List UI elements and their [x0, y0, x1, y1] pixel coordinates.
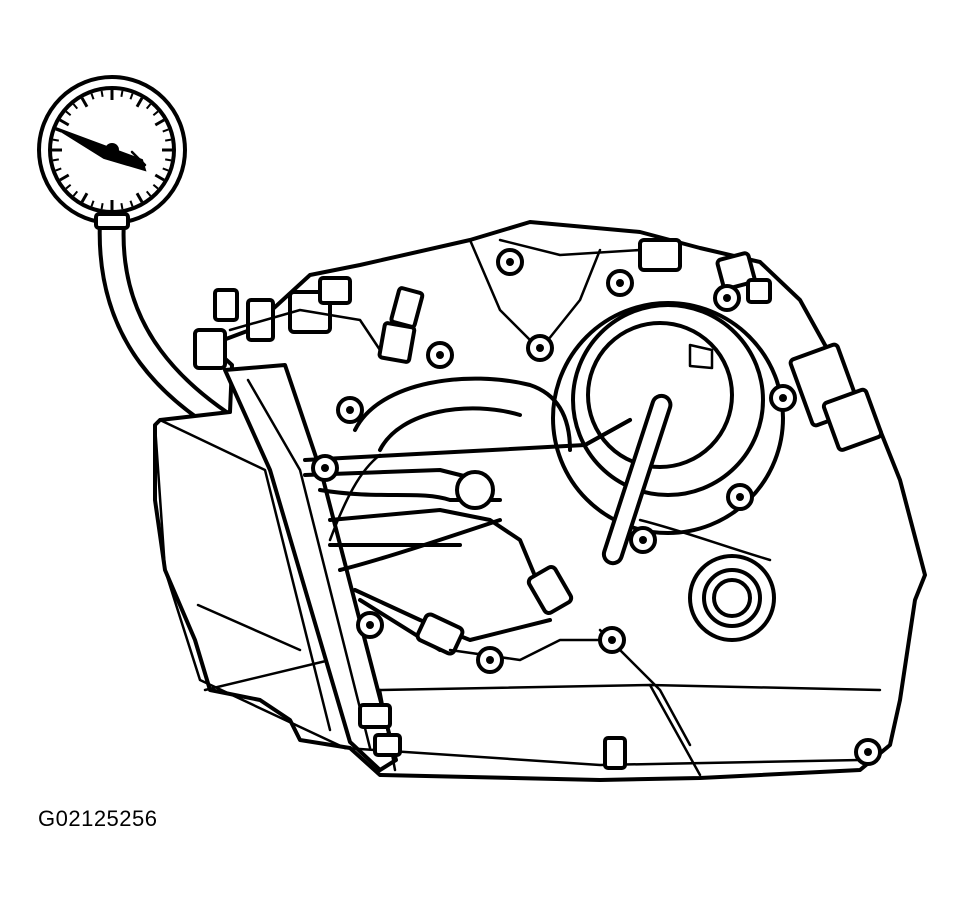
bolt-center — [723, 294, 731, 302]
bolt-center — [779, 394, 787, 402]
bolt-center — [436, 351, 444, 359]
gauge-tick — [120, 203, 124, 210]
passage-junction — [455, 470, 495, 510]
cover-plate-tabs — [358, 703, 627, 770]
gauge-tick — [59, 173, 70, 182]
gauge-pivot — [105, 143, 119, 157]
bolt-center — [536, 344, 544, 352]
hose-fitting-top — [94, 212, 130, 230]
bolt-center — [616, 279, 624, 287]
valve-body-cover — [223, 363, 398, 772]
gauge-tick — [52, 138, 59, 142]
bolt-center — [346, 406, 354, 414]
gauge-tick — [59, 118, 70, 127]
bolt-center — [486, 656, 494, 664]
gauge-tick — [65, 110, 72, 117]
gauge-tick — [65, 183, 72, 190]
gauge-tick — [55, 167, 62, 172]
gauge-tick — [154, 118, 165, 127]
bolt-center — [639, 536, 647, 544]
gauge-tick — [120, 90, 124, 97]
gauge-tick — [162, 128, 169, 133]
gauge-ticks — [52, 90, 172, 210]
gauge-tick — [162, 167, 169, 172]
breather-fitting — [638, 238, 682, 272]
gauge-tick — [154, 173, 165, 182]
housing-bolts — [311, 248, 882, 766]
figure-id-label: G02125256 — [38, 806, 158, 831]
gauge-tick — [90, 93, 95, 100]
solenoid-left — [193, 328, 227, 370]
fluid-passages — [303, 418, 692, 747]
gauge-tick — [72, 190, 79, 197]
gauge-tick — [80, 97, 89, 108]
gauge-tick — [100, 203, 104, 210]
clutch-housing — [328, 376, 572, 542]
bolt-center — [506, 258, 514, 266]
bolt-center — [321, 464, 329, 472]
gauge-tick — [152, 110, 159, 117]
gauge-tick — [152, 183, 159, 190]
gauge-tick — [135, 97, 144, 108]
bolt-center — [736, 493, 744, 501]
bolt-center — [608, 636, 616, 644]
gauge-tick — [72, 103, 79, 110]
gauge-tick — [129, 200, 134, 207]
gauge-tick — [135, 192, 144, 203]
gauge-tick — [129, 93, 134, 100]
output-shaft — [638, 518, 776, 642]
pressure-gauge — [37, 75, 187, 225]
bolt-center — [864, 748, 872, 756]
gauge-tick — [80, 192, 89, 203]
gauge-tick — [90, 200, 95, 207]
gauge-tick — [145, 103, 152, 110]
top-fittings — [193, 238, 884, 452]
gauge-tick — [165, 158, 172, 162]
gauge-tick — [165, 138, 172, 142]
gauge-tick — [145, 190, 152, 197]
pressure-port-rod — [583, 393, 673, 566]
bolt-center — [366, 621, 374, 629]
gauge-tick — [100, 90, 104, 97]
gauge-tick — [52, 158, 59, 162]
gauge-pointer-tip — [130, 150, 147, 167]
